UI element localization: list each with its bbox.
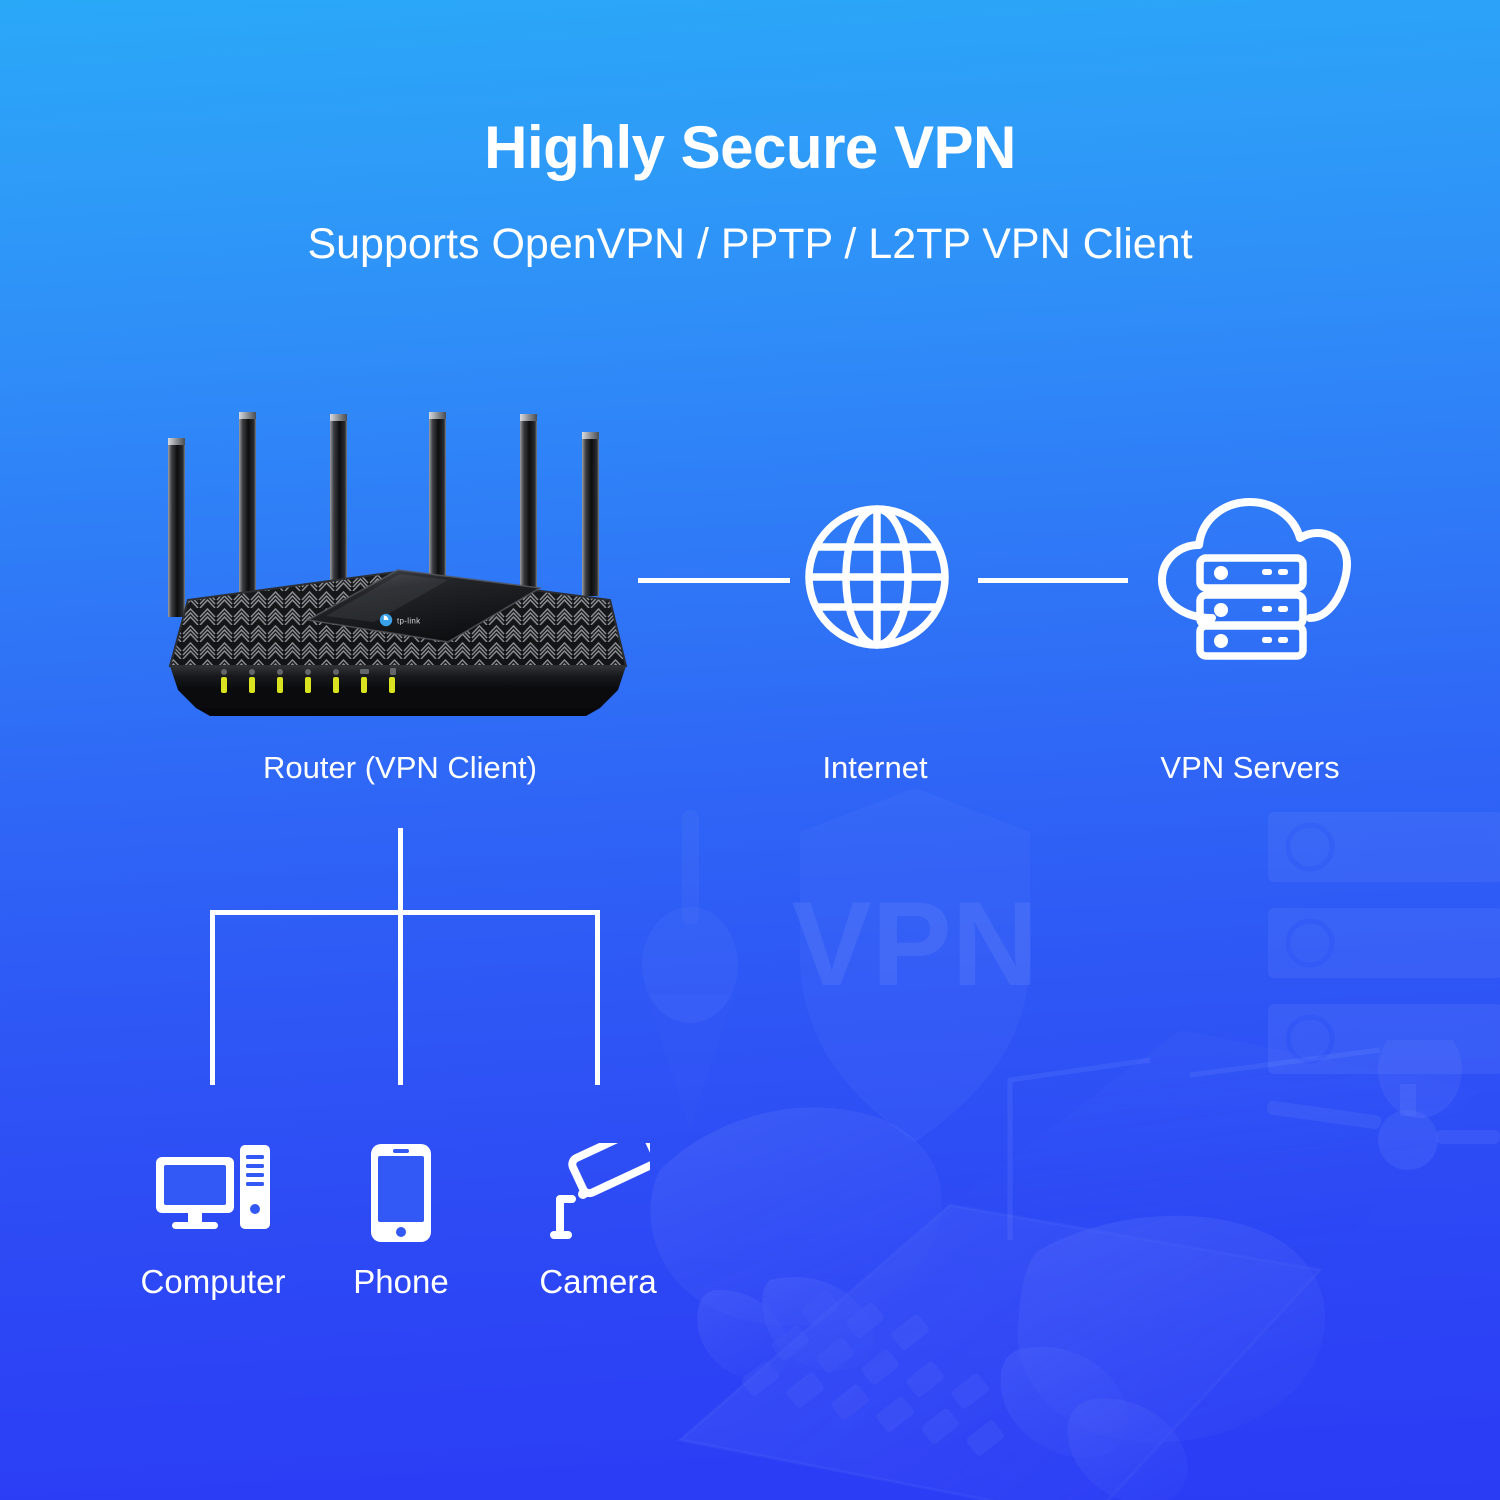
vpn-watermark-text: VPN	[792, 877, 1039, 1011]
connector-drop-phone	[398, 910, 403, 1085]
vpn-shield-watermark: VPN	[790, 780, 1040, 1150]
connector-drop-camera	[595, 910, 600, 1085]
client-camera: Camera	[478, 1133, 718, 1298]
cctv-camera-icon	[478, 1133, 718, 1243]
connector-router-to-internet	[638, 578, 790, 583]
page-title: Highly Secure VPN	[484, 114, 1016, 181]
background-server-rack	[1240, 800, 1500, 1180]
connector-router-trunk	[398, 828, 403, 915]
page-subtitle: Supports OpenVPN / PPTP / L2TP VPN Clien…	[307, 220, 1193, 268]
tp-link-logo: tp-link	[379, 613, 421, 627]
label-internet: Internet	[822, 750, 928, 785]
connector-internet-to-servers	[978, 578, 1128, 583]
globe-icon	[803, 503, 951, 651]
background-network-nodes	[950, 1040, 1500, 1300]
client-phone: Phone	[285, 1133, 517, 1298]
client-computer: Computer	[85, 1133, 341, 1298]
label-router: Router (VPN Client)	[263, 750, 537, 785]
label-camera: Camera	[539, 1263, 657, 1300]
label-computer: Computer	[140, 1263, 286, 1300]
connector-drop-computer	[210, 910, 215, 1085]
connector-client-bus	[210, 910, 600, 915]
smartphone-icon	[285, 1133, 517, 1243]
svg-text:tp-link: tp-link	[397, 616, 421, 625]
label-vpn-servers: VPN Servers	[1160, 750, 1340, 785]
background-pin-shape	[630, 800, 760, 1130]
desktop-computer-icon	[85, 1133, 341, 1243]
label-phone: Phone	[353, 1263, 449, 1300]
router-icon: tp-link	[148, 404, 648, 724]
laptop-photo-background	[620, 1020, 1500, 1500]
cloud-server-icon	[1152, 498, 1352, 660]
